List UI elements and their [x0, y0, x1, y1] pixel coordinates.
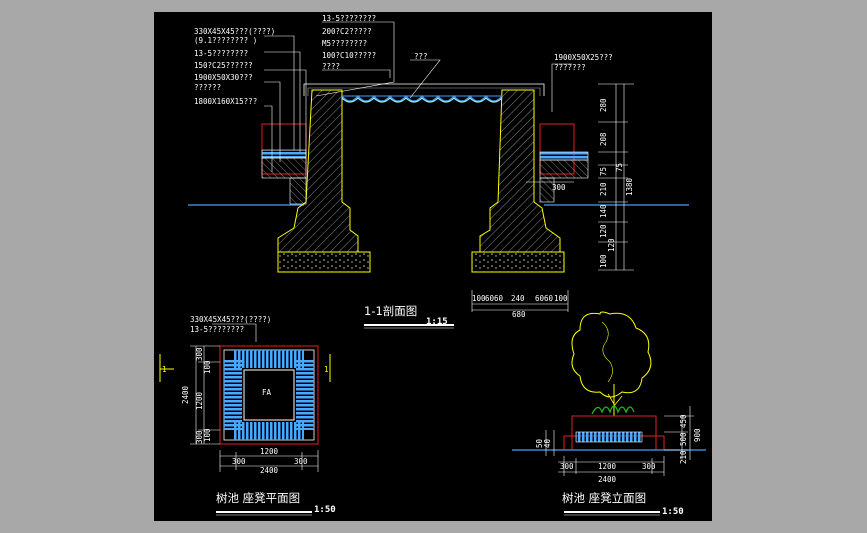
elev-right-dim-3: 210: [679, 450, 688, 464]
plan-left-dim-4: 300: [195, 430, 204, 444]
bottom-dim-7: 100: [554, 294, 568, 303]
elev-right-dim-1: 450: [679, 414, 688, 428]
plan-left-dim-5: 100: [203, 428, 212, 442]
section-mark-right: 1: [324, 365, 329, 374]
top-note: ???: [414, 52, 428, 61]
elev-bottom-dim-2: 1200: [598, 462, 617, 471]
dim-120a: 120: [599, 224, 608, 238]
dim-208: 208: [599, 132, 608, 146]
plan-left-dim-1: 300: [195, 347, 204, 361]
section-note-7: 1800X160X15???: [194, 97, 257, 106]
plan-left-total: 2400: [181, 385, 190, 404]
bottom-dim-4: 240: [511, 294, 525, 303]
section-scale: 1:15: [426, 317, 448, 327]
dim-280: 280: [599, 98, 608, 112]
plan-left-dim-2: 100: [203, 360, 212, 374]
section-note-4: 150?C25??????: [194, 61, 253, 70]
plan-left-dim-3: 1200: [195, 391, 204, 410]
section-note-5: 1900X50X30???: [194, 73, 253, 82]
elev-left-dim-2: 40: [543, 438, 552, 448]
plan-title: 树池 座凳平面图: [216, 491, 300, 505]
bottom-dim-6: 60: [544, 294, 554, 303]
section-mark-left: 1: [162, 365, 167, 374]
bottom-dim-2: 60: [485, 294, 495, 303]
plan-center-label: FA: [262, 388, 272, 397]
elev-left-dim-1: 50: [535, 438, 544, 448]
section-drawing: [188, 21, 689, 329]
plan-scale: 1:50: [314, 505, 336, 515]
dim-300: 300: [552, 183, 566, 192]
cad-drawing-canvas[interactable]: 330X45X45???(????) (9.1???????? ) 13-5??…: [154, 12, 712, 521]
elevation-title: 树池 座凳立面图: [562, 491, 646, 505]
center-note-2: 200?C2?????: [322, 27, 372, 36]
dim-210: 210: [599, 182, 608, 196]
bottom-total: 680: [512, 310, 526, 319]
center-note-1: 13-5????????: [322, 14, 376, 23]
bottom-dim-1: 100: [472, 294, 486, 303]
dim-120b: 120: [607, 238, 616, 252]
bottom-dim-3: 60: [494, 294, 504, 303]
drawing-svg: 330X45X45???(????) (9.1???????? ) 13-5??…: [159, 14, 706, 517]
elev-right-dim-2: 500: [679, 432, 688, 446]
section-title: 1-1剖面图: [364, 304, 417, 318]
plan-bottom-dim-2: 1200: [260, 447, 279, 456]
elevation-scale: 1:50: [662, 507, 684, 517]
section-note-6: ??????: [194, 83, 221, 92]
bottom-dim-5: 60: [535, 294, 545, 303]
center-note-4: 100?C10?????: [322, 51, 376, 60]
plan-bottom-dim-3: 300: [294, 457, 308, 466]
elev-right-total: 900: [693, 428, 702, 442]
dim-total-75: 75: [615, 163, 624, 172]
plan-note-2: 13-5????????: [190, 325, 244, 334]
center-note-5: ????: [322, 62, 340, 71]
right-note-1: 1900X50X25???: [554, 53, 613, 62]
dim-total-1380: 1380: [625, 177, 634, 196]
elev-bottom-total: 2400: [598, 475, 617, 484]
section-note-2: (9.1???????? ): [194, 36, 257, 45]
elev-bottom-dim-3: 300: [642, 462, 656, 471]
elevation-drawing: [512, 311, 706, 516]
plan-bottom-total: 2400: [260, 466, 279, 475]
section-note-1: 330X45X45???(????): [194, 27, 275, 36]
plan-note-1: 330X45X45???(????): [190, 315, 271, 324]
plan-bottom-dim-1: 300: [232, 457, 246, 466]
dim-75: 75: [599, 167, 608, 176]
right-note-2: ???????: [554, 63, 586, 72]
section-note-3: 13-5????????: [194, 49, 248, 58]
elev-bottom-dim-1: 300: [560, 462, 574, 471]
dim-140: 140: [599, 204, 608, 218]
plan-drawing: [159, 323, 331, 516]
center-note-3: M5????????: [322, 39, 367, 48]
dim-100: 100: [599, 254, 608, 268]
